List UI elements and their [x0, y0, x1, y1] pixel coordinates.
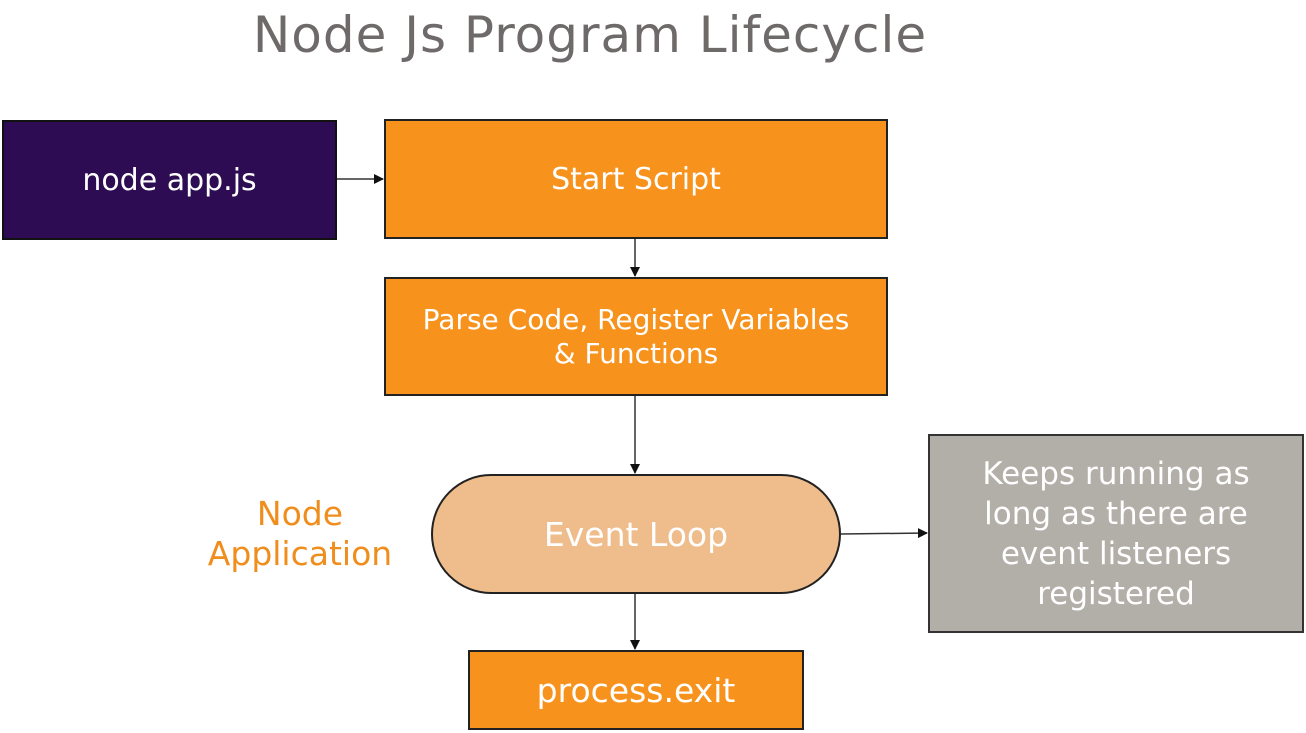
node-note-line-2: long as there are [984, 495, 1248, 532]
node-parse-code-line-1: Parse Code, Register Variables [422, 302, 850, 336]
node-event-loop-label: Event Loop [543, 514, 729, 554]
node-process-exit-label: process.exit [536, 670, 736, 710]
node-process-exit: process.exit [468, 650, 804, 730]
side-label-node-application: Node Application [195, 494, 405, 574]
edge-loop-to-note [840, 528, 928, 539]
node-note-line-3: event listeners [1000, 535, 1232, 572]
side-label-line-1: Node [256, 494, 344, 533]
node-parse-code: Parse Code, Register Variables & Functio… [384, 277, 888, 396]
node-start-script: Start Script [384, 119, 888, 239]
node-parse-code-line-2: & Functions [553, 336, 719, 370]
node-command: node app.js [2, 120, 337, 240]
node-note-line-4: registered [1037, 575, 1195, 612]
diagram-title: Node Js Program Lifecycle [252, 6, 928, 64]
node-note-line-1: Keeps running as [982, 455, 1250, 492]
node-note: Keeps running as long as there are event… [928, 434, 1304, 633]
node-start-script-label: Start Script [551, 161, 721, 197]
side-label-line-2: Application [207, 534, 393, 573]
node-command-label: node app.js [82, 162, 257, 198]
node-event-loop: Event Loop [431, 474, 841, 594]
